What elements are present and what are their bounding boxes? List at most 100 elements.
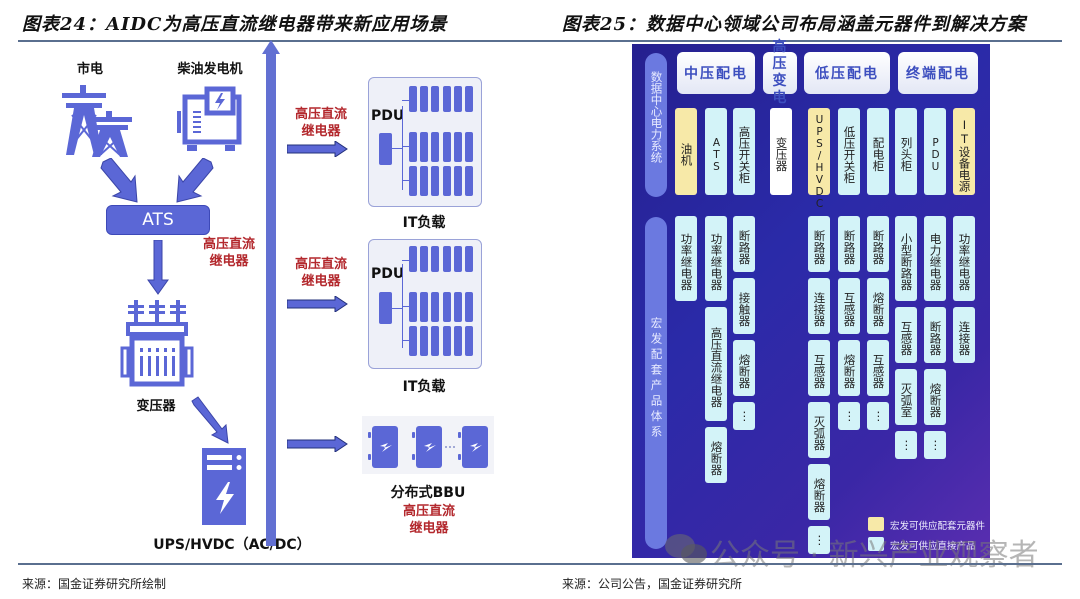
product-cell: 熔断器 <box>867 278 889 334</box>
it-load-panel-2: PDU <box>368 239 482 369</box>
more-items-cell: ⋮ <box>895 431 917 459</box>
product-cell-label: 熔断器 <box>709 440 724 476</box>
server-rack <box>409 132 417 162</box>
server-rack <box>443 246 451 272</box>
server-rack <box>465 292 473 322</box>
arrow-ats-to-transformer <box>147 240 169 295</box>
ellipsis-icon: ⋮ <box>842 409 857 423</box>
ellipsis-icon: ⋮ <box>812 533 827 547</box>
product-cell: 灭弧器 <box>808 402 830 458</box>
more-items-cell: ⋮ <box>838 402 860 430</box>
product-cell: 互感器 <box>808 340 830 396</box>
product-cell-label: 互感器 <box>899 320 914 356</box>
system-cell-label: 油机 <box>679 143 694 166</box>
product-cell: 功率继电器 <box>953 216 975 301</box>
connector-line <box>402 146 409 147</box>
arrows-to-ats <box>100 158 214 203</box>
relay-label-pdu-1: 高压直流 继电器 <box>290 106 352 140</box>
wechat-logo-icon <box>665 534 707 564</box>
more-items-cell: ⋮ <box>733 402 755 430</box>
product-cell: 熔断器 <box>733 340 755 396</box>
connector-line <box>402 106 403 190</box>
server-rack <box>431 326 439 356</box>
product-cell-label: 断路器 <box>871 229 886 265</box>
server-rack <box>420 246 428 272</box>
server-rack <box>409 326 417 356</box>
left-figure-source: 来源：国金证券研究所绘制 <box>22 577 167 591</box>
product-cell: 功率继电器 <box>705 216 727 301</box>
more-items-cell: ⋮ <box>808 526 830 554</box>
system-cell: 列头柜 <box>895 108 917 195</box>
system-cell: PDU <box>924 108 946 195</box>
relay-label-line: 继电器 <box>409 521 449 536</box>
server-rack <box>454 292 462 322</box>
server-rack <box>431 292 439 322</box>
server-rack <box>465 86 473 112</box>
it-load-panel-1: PDU <box>368 77 482 207</box>
server-rack <box>420 132 428 162</box>
power-system-side-label: 数据中心电力系统 <box>645 53 667 197</box>
product-cell-label: 互感器 <box>812 353 827 389</box>
server-rack <box>443 132 451 162</box>
relay-label-line: 继电器 <box>301 124 341 139</box>
ellipsis-icon: ⋮ <box>899 438 914 452</box>
relay-label-pdu-2: 高压直流 继电器 <box>290 256 352 290</box>
server-rack <box>431 86 439 112</box>
server-rack <box>409 166 417 196</box>
product-cell: 互感器 <box>838 278 860 334</box>
product-cell-label: 熔断器 <box>812 477 827 513</box>
server-rack <box>409 86 417 112</box>
right-figure-source: 来源：公司公告，国金证券研究所 <box>562 577 743 591</box>
grid-label: 市电 <box>76 62 103 77</box>
product-cell-label: 断路器 <box>842 229 857 265</box>
product-cell-label: 熔断器 <box>842 353 857 389</box>
system-cell: 配电柜 <box>867 108 889 195</box>
connector-line <box>402 100 409 101</box>
product-cell: 功率继电器 <box>675 216 697 301</box>
server-rack <box>443 166 451 196</box>
left-title-rule <box>18 40 540 42</box>
connector-line <box>402 306 409 307</box>
product-cell-label: 连接器 <box>812 291 827 327</box>
product-cell-label: 电力继电器 <box>928 232 943 291</box>
pdu-unit <box>379 133 392 165</box>
diesel-label: 柴油发电机 <box>177 62 243 77</box>
relay-label-line: 高压直流 <box>202 237 255 252</box>
ellipsis-icon: ⋮ <box>737 409 752 423</box>
product-map-panel: 数据中心电力系统 宏发配套产品体系 中压配电 高压变电 低压配电 终端配电 油机… <box>632 39 990 558</box>
product-cell-label: 灭弧室 <box>899 382 914 418</box>
system-cell: 油机 <box>675 108 697 195</box>
product-cell: 电力继电器 <box>924 216 946 301</box>
product-cell-label: 功率继电器 <box>679 232 694 291</box>
product-cell: 灭弧室 <box>895 369 917 425</box>
bbu-label: 分布式BBU <box>390 485 466 501</box>
server-rack <box>431 132 439 162</box>
product-cell: 熔断器 <box>808 464 830 520</box>
right-title-rule <box>540 40 1062 42</box>
connector-line <box>402 340 409 341</box>
server-rack <box>431 246 439 272</box>
server-rack <box>465 246 473 272</box>
pdu-label-2: PDU <box>371 266 405 282</box>
product-system-side-label: 宏发配套产品体系 <box>645 217 667 549</box>
system-cell-label: 低压开关柜 <box>842 125 857 184</box>
right-source-rule <box>540 563 1062 565</box>
more-items-cell: ⋮ <box>924 431 946 459</box>
product-cell: 熔断器 <box>924 369 946 425</box>
server-rack <box>465 166 473 196</box>
product-cell: 断路器 <box>924 307 946 363</box>
right-figure-title: 图表25：数据中心领域公司布局涵盖元器件到解决方案 <box>562 14 1027 35</box>
dc-bus-bar <box>266 50 276 546</box>
connector-line <box>402 260 409 261</box>
power-tower-icon <box>62 85 132 157</box>
ups-hvdc-label: UPS/HVDC（AC/DC） <box>153 537 311 553</box>
relay-label-ats: 高压直流 继电器 <box>198 236 260 270</box>
bus-arrow-head-icon <box>262 40 280 54</box>
left-figure-title: 图表24：AIDC为高压直流继电器带来新应用场景 <box>22 14 448 35</box>
arrow-to-pdu-1 <box>287 141 348 157</box>
watermark-text: 公众号 · 新兴产业观察者 <box>710 538 1039 573</box>
product-cell-label: 灭弧器 <box>812 415 827 451</box>
product-cell: 断路器 <box>838 216 860 272</box>
connector-line <box>392 148 402 149</box>
server-rack <box>465 132 473 162</box>
